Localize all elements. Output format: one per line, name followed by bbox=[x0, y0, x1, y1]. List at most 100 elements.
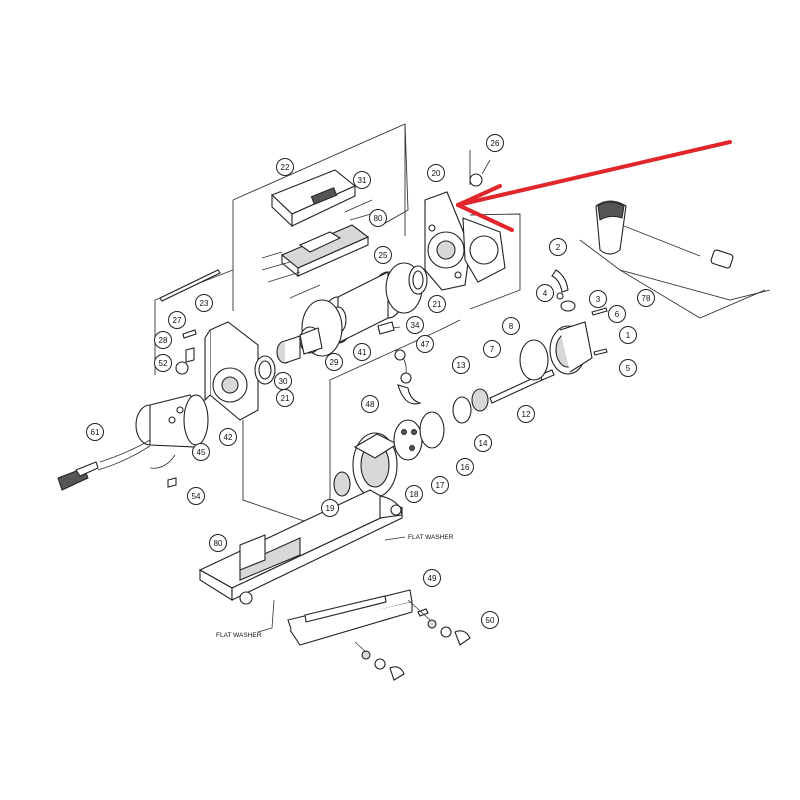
callout-number: 2 bbox=[556, 243, 561, 252]
callout-bubble-27: 27 bbox=[168, 311, 186, 329]
callout-number: 61 bbox=[91, 428, 100, 437]
callout-number: 5 bbox=[626, 364, 631, 373]
callout-circle bbox=[154, 354, 172, 372]
callout-circle bbox=[195, 294, 213, 312]
callout-circle bbox=[353, 343, 371, 361]
output-shaft-12 bbox=[489, 369, 555, 404]
callout-bubble-2: 2 bbox=[549, 238, 567, 256]
remote-control bbox=[595, 200, 734, 269]
flat-washer-label-top: FLAT WASHER bbox=[408, 534, 454, 541]
callout-circle bbox=[486, 134, 504, 152]
callout-circle bbox=[456, 458, 474, 476]
callout-number: 14 bbox=[479, 439, 488, 448]
callout-bubble-6: 6 bbox=[608, 305, 626, 323]
highlight-arrow bbox=[456, 140, 732, 232]
gasket-8 bbox=[519, 339, 549, 381]
callout-number: 52 bbox=[159, 359, 168, 368]
o-ring-16 bbox=[419, 411, 445, 449]
cable-assembly bbox=[377, 321, 407, 379]
callout-number: 47 bbox=[421, 340, 430, 349]
callout-number: 27 bbox=[173, 316, 182, 325]
callout-bubble-14: 14 bbox=[474, 434, 492, 452]
callout-circle bbox=[374, 246, 392, 264]
callout-circle bbox=[427, 164, 445, 182]
callout-bubble-80: 80 bbox=[369, 209, 387, 227]
callout-bubble-52: 52 bbox=[154, 354, 172, 372]
callout-number: 34 bbox=[411, 321, 420, 330]
callout-circle bbox=[549, 238, 567, 256]
callout-bubble-21: 21 bbox=[428, 295, 446, 313]
callout-number: 31 bbox=[358, 176, 367, 185]
callout-bubble-4: 4 bbox=[536, 284, 554, 302]
callout-circle bbox=[209, 534, 227, 552]
callout-number: 30 bbox=[279, 377, 288, 386]
callout-bubble-34: 34 bbox=[406, 316, 424, 334]
hook-48 bbox=[397, 372, 422, 405]
motor-end-housing bbox=[204, 321, 259, 421]
callout-bubble-1: 1 bbox=[619, 326, 637, 344]
callout-circle bbox=[517, 405, 535, 423]
callout-bubble-23: 23 bbox=[195, 294, 213, 312]
tie-rod bbox=[159, 269, 221, 302]
callout-circle bbox=[353, 171, 371, 189]
coupler-30 bbox=[276, 335, 301, 364]
callout-circle bbox=[483, 340, 501, 358]
callout-circle bbox=[192, 443, 210, 461]
callout-circle bbox=[637, 289, 655, 307]
callout-number: 54 bbox=[192, 492, 201, 501]
callout-number: 19 bbox=[326, 504, 335, 513]
control-box-cover bbox=[270, 169, 357, 228]
callout-bubble-22: 22 bbox=[276, 158, 294, 176]
callout-circle bbox=[423, 569, 441, 587]
callout-number: 6 bbox=[615, 310, 620, 319]
callout-number: 17 bbox=[436, 481, 445, 490]
flat-washer-callouts: FLAT WASHER FLAT WASHER bbox=[216, 534, 454, 639]
callout-number: 21 bbox=[281, 394, 290, 403]
housing-gasket bbox=[462, 217, 506, 283]
callout-number: 1 bbox=[626, 331, 631, 340]
callout-bubble-28: 28 bbox=[154, 331, 172, 349]
callout-circle bbox=[405, 485, 423, 503]
callout-bubble-30: 30 bbox=[274, 372, 292, 390]
winch-motor bbox=[135, 394, 209, 448]
carrier-17 bbox=[393, 419, 423, 461]
callout-number: 23 bbox=[200, 299, 209, 308]
callout-bubble-48: 48 bbox=[361, 395, 379, 413]
planet-carrier-14 bbox=[452, 388, 489, 424]
callout-number: 21 bbox=[433, 300, 442, 309]
callout-number: 28 bbox=[159, 336, 168, 345]
fairlead-plate-49 bbox=[287, 589, 413, 646]
flat-washer-label-bottom: FLAT WASHER bbox=[216, 632, 262, 639]
callout-bubble-42: 42 bbox=[219, 428, 237, 446]
callout-circle bbox=[428, 295, 446, 313]
callout-bubble-41: 41 bbox=[353, 343, 371, 361]
callout-number: 18 bbox=[410, 490, 419, 499]
gear-housing-end bbox=[424, 191, 471, 291]
terminal-hardware bbox=[167, 329, 197, 488]
callout-bubbles: 2620223180252124367881523272852344147293… bbox=[86, 134, 655, 629]
callout-number: 50 bbox=[486, 616, 495, 625]
callout-bubble-80: 80 bbox=[209, 534, 227, 552]
breather-fitting bbox=[469, 159, 491, 187]
callout-bubble-19: 19 bbox=[321, 499, 339, 517]
callout-bubble-78: 78 bbox=[637, 289, 655, 307]
callout-number: 8 bbox=[509, 322, 514, 331]
callout-circle bbox=[406, 316, 424, 334]
sun-gear-19 bbox=[333, 471, 351, 497]
callout-circle bbox=[474, 434, 492, 452]
mounting-bolts-50 bbox=[354, 599, 471, 681]
motor-leads-61 bbox=[57, 439, 176, 491]
callout-number: 42 bbox=[224, 433, 233, 442]
clutch-handle-2 bbox=[551, 269, 576, 312]
gear-housing-1 bbox=[549, 321, 593, 375]
callout-circle bbox=[608, 305, 626, 323]
callout-number: 4 bbox=[543, 289, 548, 298]
callout-bubble-16: 16 bbox=[456, 458, 474, 476]
callout-circle bbox=[452, 356, 470, 374]
callout-number: 25 bbox=[379, 251, 388, 260]
callout-number: 80 bbox=[374, 214, 383, 223]
callout-circle bbox=[361, 395, 379, 413]
mounting-cradle bbox=[198, 489, 404, 605]
contactor-assembly bbox=[261, 199, 379, 299]
